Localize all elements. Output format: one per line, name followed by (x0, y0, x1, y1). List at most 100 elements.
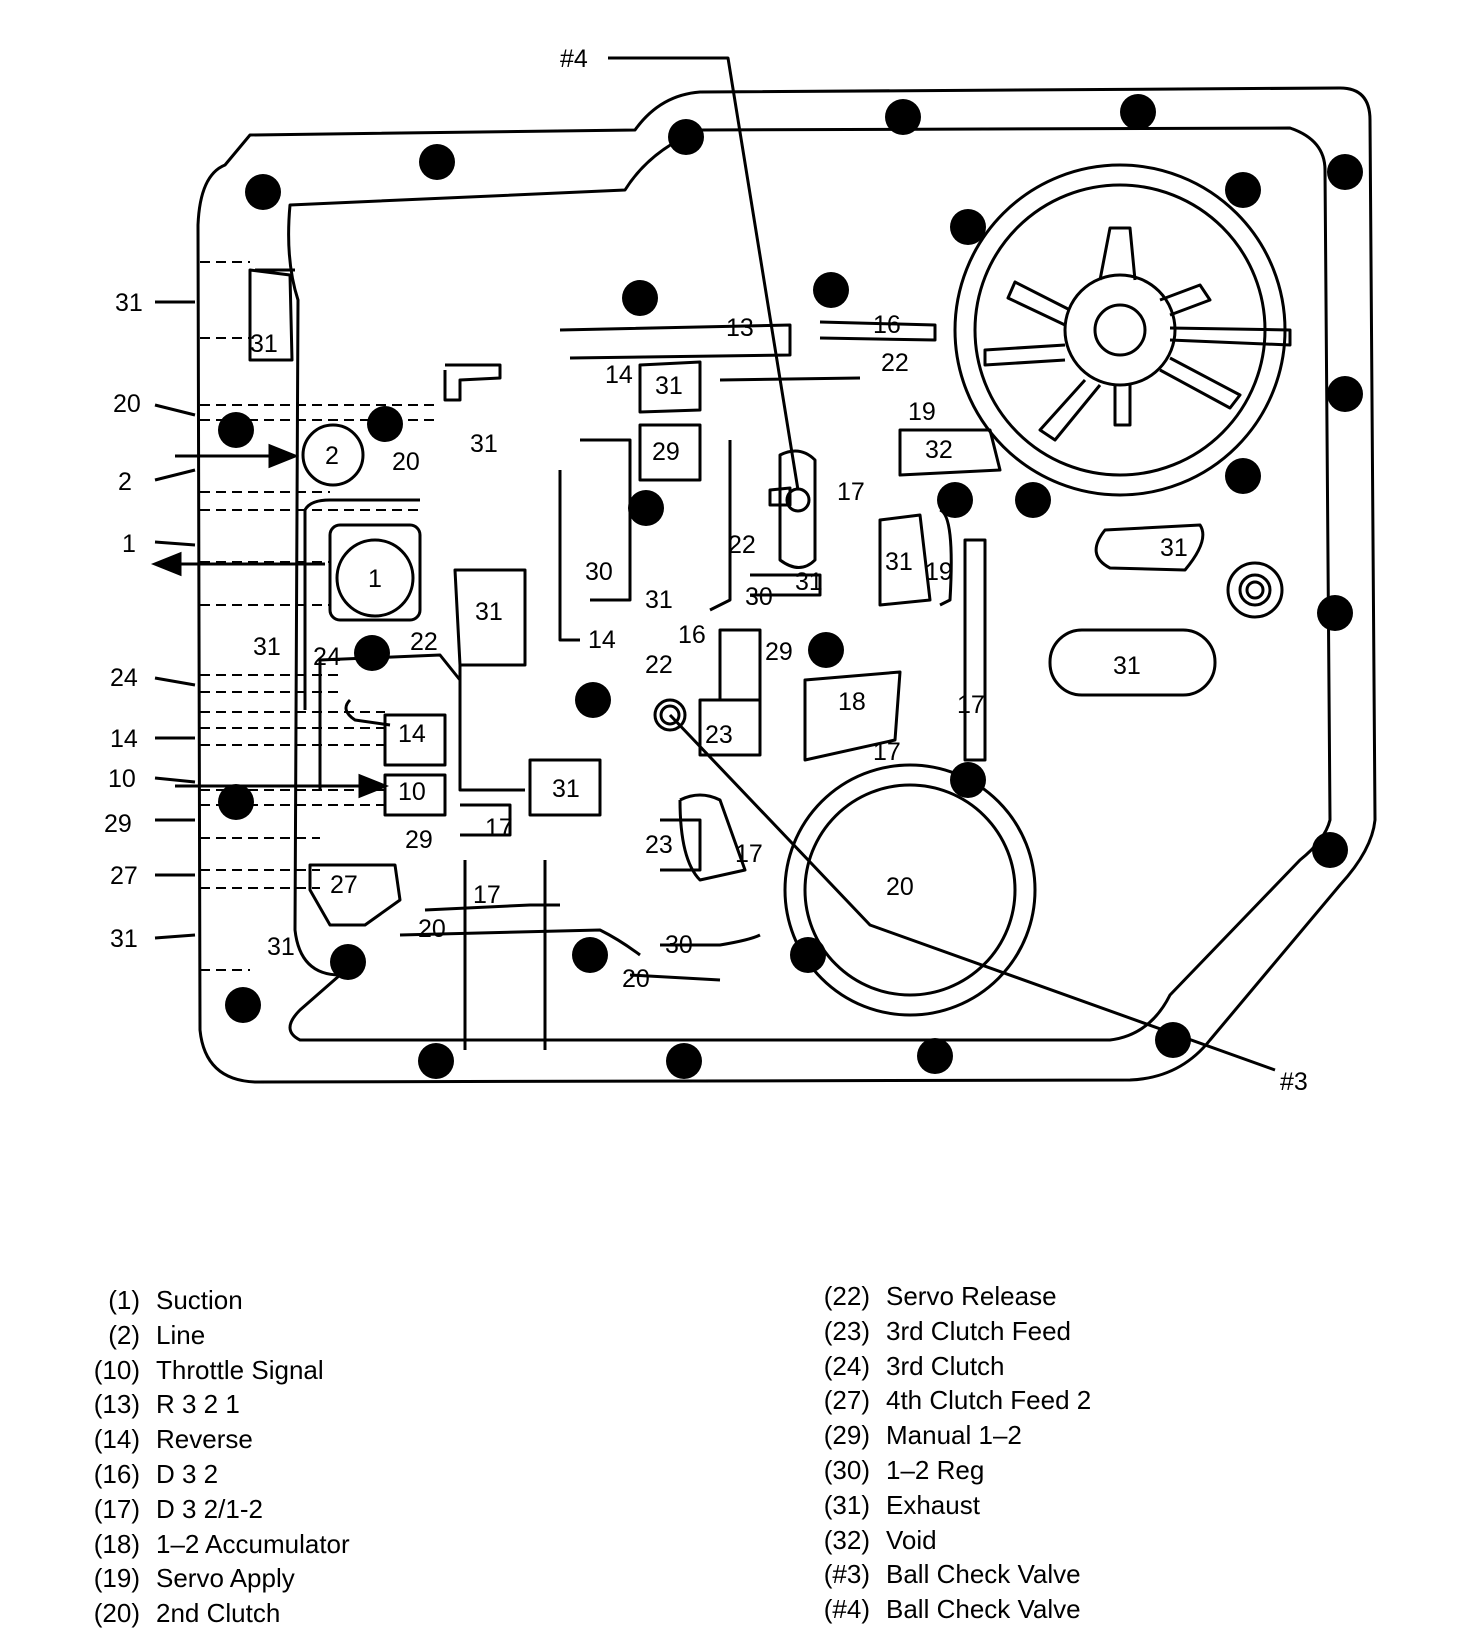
legend-name: 2nd Clutch (156, 1598, 281, 1629)
bolt-hole (813, 272, 849, 308)
passage-label: 31 (253, 633, 281, 661)
passage-label: 31 (470, 430, 498, 458)
leader-line-3 (668, 713, 1276, 1072)
passage-label: 22 (410, 628, 438, 656)
passage-label: 29 (765, 638, 793, 666)
side-label: 14 (110, 725, 138, 753)
bolt-hole (1155, 1022, 1191, 1058)
passage-label: 14 (398, 720, 426, 748)
legend-item: (13)R 3 2 1 (70, 1387, 350, 1422)
legend-code: (32) (823, 1524, 870, 1555)
bolt-hole (367, 406, 403, 442)
flow-arrows (150, 443, 390, 799)
bolt-hole (218, 412, 254, 448)
passage-label: 17 (837, 478, 865, 506)
legend-name: Exhaust (886, 1489, 980, 1520)
passage-label: 31 (250, 330, 278, 358)
side-labels: 31 20 2 1 24 14 10 29 27 31 (104, 289, 143, 953)
bolt-hole (225, 987, 261, 1023)
bolt-hole (418, 1043, 454, 1079)
side-label: 20 (113, 390, 141, 418)
legend-item: (19) Servo Apply (70, 1561, 350, 1596)
bolt-hole (666, 1043, 702, 1079)
passage-label: 31 (475, 598, 503, 626)
passage-label: 30 (665, 931, 693, 959)
legend-code: (#4) (823, 1594, 870, 1625)
legend-name: Throttle Signal (156, 1354, 324, 1385)
fluid-passages (248, 268, 1002, 1050)
passage-label: 23 (705, 721, 733, 749)
legend-item: (30) 1–2 Reg (800, 1453, 1091, 1488)
side-label: 1 (122, 530, 136, 558)
legend-name: Servo Release (886, 1281, 1057, 1311)
passage-label: 31 (655, 372, 683, 400)
left-leader-lines (154, 300, 196, 940)
bolt-hole (622, 280, 658, 316)
legend-name: 1–2 Reg (886, 1454, 985, 1485)
side-label: 24 (110, 664, 138, 692)
legend-item: (32) Void (800, 1523, 1091, 1558)
passage-label: 24 (313, 643, 341, 671)
side-label: 27 (110, 862, 138, 890)
second-clutch-outer (783, 763, 1037, 1017)
passage-label: 31 (795, 568, 823, 596)
legend-name: D 3 2 (156, 1458, 219, 1489)
legend-item: (10)Throttle Signal (70, 1353, 350, 1388)
passage-label: 17 (735, 840, 763, 868)
legend-name: Void (886, 1524, 937, 1555)
passage-label: 30 (585, 558, 613, 586)
legend-item: (18)1–2 Accumulator (70, 1527, 350, 1562)
passage-label: 19 (925, 558, 953, 586)
check-ball-3 (653, 698, 687, 732)
bolt-hole (917, 1038, 953, 1074)
bolt-hole (575, 682, 611, 718)
dashed-section-lines (200, 261, 440, 971)
bolt-hole (1327, 154, 1363, 190)
bolt-hole (1327, 376, 1363, 412)
bolt-hole (668, 119, 704, 155)
leader-line-4 (608, 56, 800, 491)
legend-item: (22)Servo Release (800, 1279, 1091, 1314)
bolt-hole (218, 784, 254, 820)
passage-label: 14 (605, 361, 633, 389)
bolt-holes (218, 94, 1363, 1079)
legend-name: D 3 2/1-2 (156, 1493, 263, 1524)
legend-code: (14) (93, 1424, 140, 1455)
bolt-hole (572, 937, 608, 973)
passage-label: 18 (838, 688, 866, 716)
legend-item: (23)3rd Clutch Feed (800, 1314, 1091, 1349)
legend-name: Servo Apply (156, 1563, 295, 1594)
bolt-hole (1225, 172, 1261, 208)
legend-code: (30) (823, 1454, 870, 1485)
bolt-hole (419, 144, 455, 180)
passage-label: 17 (957, 691, 985, 719)
legend-code: (#3) (823, 1559, 870, 1590)
legend-code: (19) (93, 1563, 140, 1594)
side-label: 31 (115, 289, 143, 317)
passage-label: 22 (645, 651, 673, 679)
bolt-hole (1225, 458, 1261, 494)
legend-item: (31)Exhaust (800, 1488, 1091, 1523)
passage-label: 27 (330, 871, 358, 899)
passage-label: 29 (405, 826, 433, 854)
line-port-circle (301, 423, 365, 487)
side-label: 10 (108, 765, 136, 793)
legend-name: Suction (156, 1285, 243, 1315)
passage-label: 16 (678, 621, 706, 649)
legend-item: (24)3rd Clutch (800, 1349, 1091, 1384)
legend-item: (29)Manual 1–2 (800, 1418, 1091, 1453)
passage-label: 31 (645, 586, 673, 614)
passage-label: 31 (552, 775, 580, 803)
legend-item: (16)D 3 2 (70, 1457, 350, 1492)
legend-code: (23) (823, 1315, 870, 1346)
bolt-hole (950, 209, 986, 245)
legend-code: (2) (108, 1319, 140, 1350)
gasket-inner-outline (287, 126, 1332, 1042)
passage-label: 31 (1160, 534, 1188, 562)
bolt-hole (245, 174, 281, 210)
legend-item: (2)Line (70, 1318, 350, 1353)
legend-name: Ball Check Valve (886, 1594, 1081, 1625)
legend-name: 3rd Clutch (886, 1350, 1005, 1381)
legend-name: R 3 2 1 (156, 1389, 240, 1420)
passage-label: 22 (728, 531, 756, 559)
